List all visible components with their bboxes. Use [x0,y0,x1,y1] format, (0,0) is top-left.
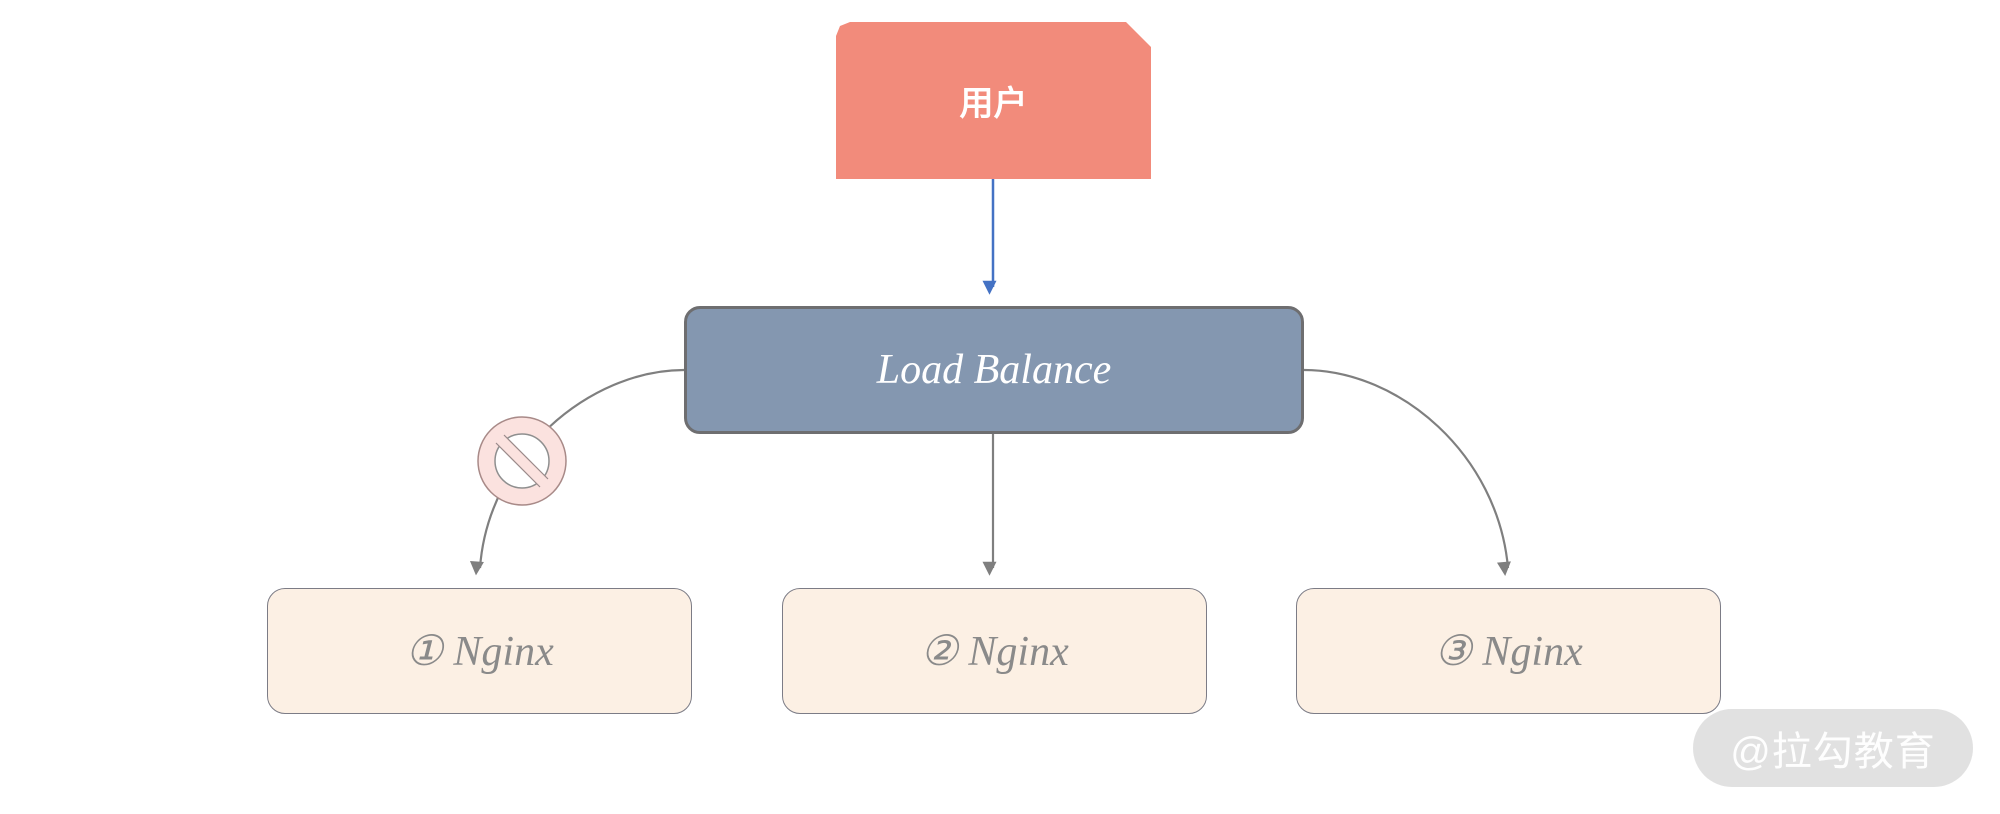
watermark: @拉勾教育 [1693,709,1973,787]
nginx-label-3: ③ Nginx [1434,629,1583,675]
nginx-node-3: ③ Nginx [1296,588,1721,714]
nginx-label-1: ① Nginx [405,629,554,675]
prohibited-icon [477,416,567,506]
user-label: 用户 [959,84,1028,124]
user-node: 用户 [836,22,1151,179]
nginx-node-2: ② Nginx [782,588,1207,714]
load-balance-label: Load Balance [876,347,1112,393]
nginx-node-1: ① Nginx [267,588,692,714]
watermark-text: @拉勾教育 [1730,730,1936,774]
load-balance-node: Load Balance [684,306,1304,434]
nginx-label-2: ② Nginx [920,629,1069,675]
arrow-lb-to-nginx-3 [1303,368,1511,576]
arrow-lb-to-nginx-1 [469,368,685,576]
